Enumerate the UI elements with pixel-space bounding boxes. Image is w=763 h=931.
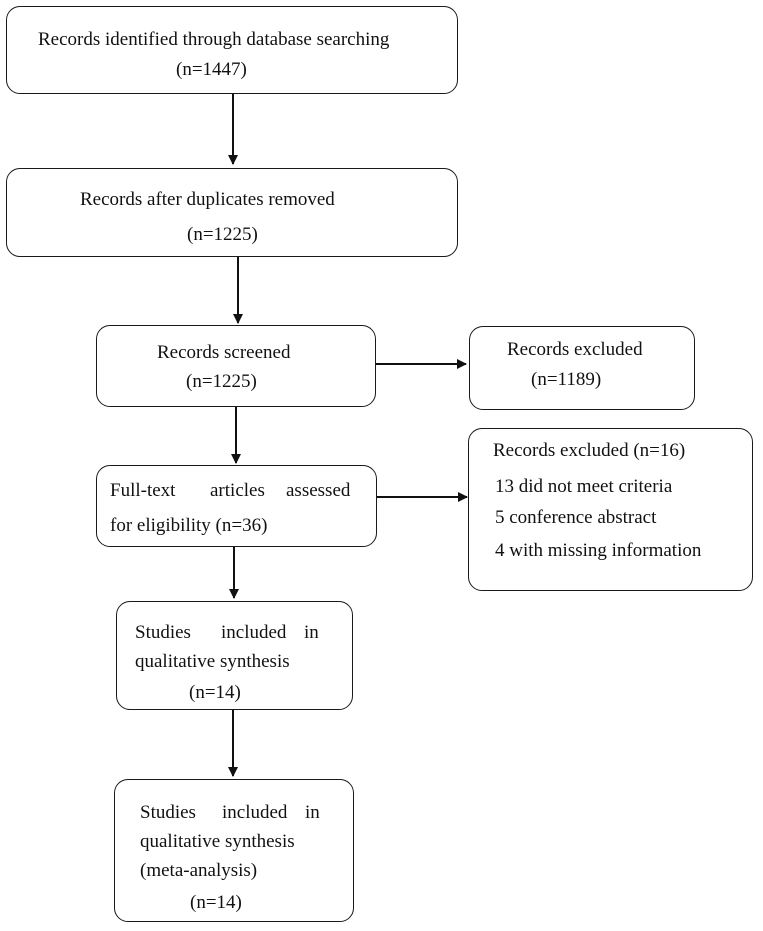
- screened-box: [96, 325, 376, 407]
- excluded-fulltext-box: [468, 428, 753, 591]
- excluded-fulltext-title: Records excluded (n=16): [493, 440, 686, 461]
- qualitative-count: (n=14): [189, 682, 241, 703]
- qualitative-word-2: included: [221, 622, 287, 643]
- excluded-screen-count: (n=1189): [531, 369, 602, 390]
- meta-word-3: in: [305, 802, 320, 823]
- qualitative-line-2: qualitative synthesis: [135, 651, 290, 672]
- meta-line-2: qualitative synthesis: [140, 831, 295, 852]
- dedup-box: [6, 168, 458, 257]
- identified-box: [6, 6, 458, 94]
- dedup-label: Records after duplicates removed: [80, 189, 335, 210]
- qualitative-word-3: in: [304, 622, 319, 643]
- qualitative-word-1: Studies: [135, 622, 191, 643]
- meta-word-2: included: [222, 802, 288, 823]
- excluded-screen-label: Records excluded: [507, 339, 643, 360]
- meta-box: [114, 779, 354, 922]
- fulltext-word-1: Full-text: [110, 480, 176, 501]
- meta-line-3: (meta-analysis): [140, 860, 258, 881]
- meta-word-1: Studies: [140, 802, 196, 823]
- identified-label: Records identified through database sear…: [38, 29, 390, 50]
- dedup-count: (n=1225): [187, 224, 258, 245]
- qualitative-box: [116, 601, 353, 710]
- identified-count: (n=1447): [176, 59, 247, 80]
- excluded-reason: 4 with missing information: [495, 540, 702, 561]
- excluded-reason: 13 did not meet criteria: [495, 476, 673, 497]
- fulltext-line-2: for eligibility (n=36): [110, 515, 268, 536]
- screened-label: Records screened: [157, 342, 291, 363]
- excluded-screen-box: [469, 326, 695, 410]
- fulltext-word-2: articles: [210, 480, 265, 501]
- meta-count: (n=14): [190, 892, 242, 913]
- excluded-reason: 5 conference abstract: [495, 507, 657, 528]
- fulltext-word-3: assessed: [286, 480, 351, 501]
- screened-count: (n=1225): [186, 371, 257, 392]
- fulltext-box: [96, 465, 377, 547]
